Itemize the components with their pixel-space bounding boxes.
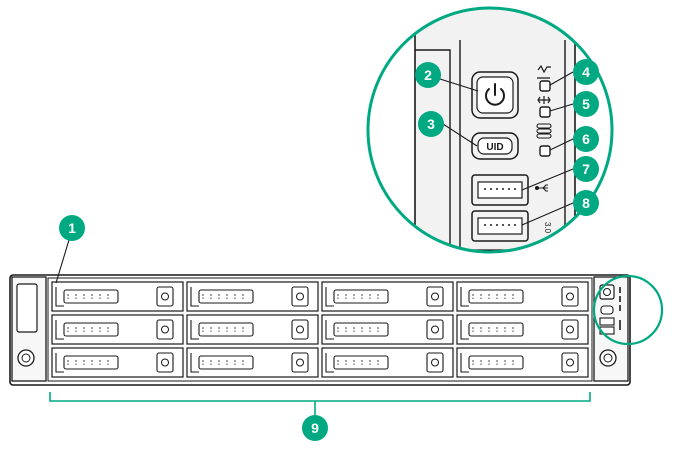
usb-port-lower[interactable] bbox=[471, 210, 529, 242]
callout-number: 5 bbox=[582, 96, 590, 112]
drive-bay[interactable] bbox=[51, 281, 184, 312]
callout-9: 9 bbox=[302, 415, 328, 441]
drive-release-latch[interactable] bbox=[426, 286, 444, 307]
nic-icon bbox=[537, 96, 551, 104]
drive-release-latch[interactable] bbox=[156, 352, 174, 373]
health-icon bbox=[537, 64, 551, 79]
callout-5: 5 bbox=[573, 91, 599, 117]
callouts: 1 2 3 4 5 6 7 8 9 bbox=[59, 59, 599, 441]
drive-vent-grille bbox=[468, 322, 524, 337]
callout-2: 2 bbox=[415, 62, 441, 88]
front-usb-upper[interactable] bbox=[599, 317, 615, 326]
drive-release-latch[interactable] bbox=[291, 319, 309, 340]
drive-bay[interactable] bbox=[186, 347, 319, 378]
nic-led bbox=[539, 106, 551, 118]
drive-release-latch[interactable] bbox=[156, 286, 174, 307]
callout-3: 3 bbox=[418, 111, 444, 137]
drive-release-latch[interactable] bbox=[561, 286, 579, 307]
drive-bays bbox=[51, 281, 589, 378]
drive-status-icon bbox=[536, 123, 552, 139]
drive-vent-grille bbox=[468, 355, 524, 370]
callout-8: 8 bbox=[573, 190, 599, 216]
drive-vent-grille bbox=[333, 289, 389, 304]
drive-bay[interactable] bbox=[321, 281, 454, 312]
drive-release-latch[interactable] bbox=[426, 352, 444, 373]
drive-release-latch[interactable] bbox=[291, 352, 309, 373]
zoom-bezel-edge bbox=[415, 49, 451, 252]
uid-label: UID bbox=[486, 142, 503, 153]
usb-icon bbox=[534, 184, 548, 192]
uid-button[interactable]: UID bbox=[471, 132, 519, 160]
drive-bay[interactable] bbox=[456, 314, 589, 345]
drive-release-latch[interactable] bbox=[291, 286, 309, 307]
drive-bay[interactable] bbox=[51, 314, 184, 345]
left-thumbscrew[interactable] bbox=[17, 349, 35, 367]
drive-bay[interactable] bbox=[456, 281, 589, 312]
drive-vent-grille bbox=[63, 289, 119, 304]
usb-port-upper[interactable] bbox=[471, 174, 529, 206]
drive-vent-grille bbox=[63, 322, 119, 337]
zoom-leader-lines bbox=[439, 71, 574, 226]
callout-1: 1 bbox=[59, 215, 85, 241]
left-bezel-label bbox=[16, 283, 38, 333]
callout-4: 4 bbox=[573, 59, 599, 85]
drive-vent-grille bbox=[333, 355, 389, 370]
power-button[interactable] bbox=[471, 71, 519, 119]
callout-number: 8 bbox=[582, 195, 590, 211]
drive-bay[interactable] bbox=[321, 314, 454, 345]
drive-led bbox=[539, 145, 551, 157]
drive-bay[interactable] bbox=[51, 347, 184, 378]
left-rack-ear bbox=[11, 276, 47, 382]
callout-7: 7 bbox=[573, 156, 599, 182]
callout-number: 7 bbox=[582, 161, 590, 177]
drive-vent-grille bbox=[198, 355, 254, 370]
callout-6: 6 bbox=[573, 126, 599, 152]
front-uid-button[interactable] bbox=[600, 305, 614, 315]
drive-vent-grille bbox=[63, 355, 119, 370]
pull-tab-label: Pull for cage 2 bbox=[476, 254, 534, 264]
drive-bay[interactable] bbox=[321, 347, 454, 378]
drive-release-latch[interactable] bbox=[156, 319, 174, 340]
drive-release-latch[interactable] bbox=[426, 319, 444, 340]
drive-vent-grille bbox=[333, 322, 389, 337]
power-icon bbox=[485, 83, 505, 106]
drive-vent-grille bbox=[198, 289, 254, 304]
callout-number: 1 bbox=[68, 220, 76, 236]
drive-release-latch[interactable] bbox=[561, 352, 579, 373]
drive-bay[interactable] bbox=[186, 281, 319, 312]
drive-bay[interactable] bbox=[456, 347, 589, 378]
status-leds bbox=[539, 80, 551, 157]
drive-vent-grille bbox=[468, 289, 524, 304]
drive-bay[interactable] bbox=[186, 314, 319, 345]
right-thumbscrew[interactable] bbox=[599, 349, 617, 367]
server-chassis bbox=[9, 274, 631, 386]
health-led bbox=[539, 80, 551, 92]
callout-number: 9 bbox=[311, 420, 319, 436]
drive-bay-bracket bbox=[49, 392, 591, 415]
callout-number: 2 bbox=[424, 67, 432, 83]
callout-number: 6 bbox=[582, 131, 590, 147]
callout-number: 3 bbox=[427, 116, 435, 132]
usb-version-label: 3.0 bbox=[543, 222, 552, 234]
drive-vent-grille bbox=[198, 322, 254, 337]
zoom-ring bbox=[366, 6, 614, 254]
drive-release-latch[interactable] bbox=[561, 319, 579, 340]
callout-number: 4 bbox=[582, 64, 590, 80]
zoom-source-ring bbox=[592, 274, 664, 346]
